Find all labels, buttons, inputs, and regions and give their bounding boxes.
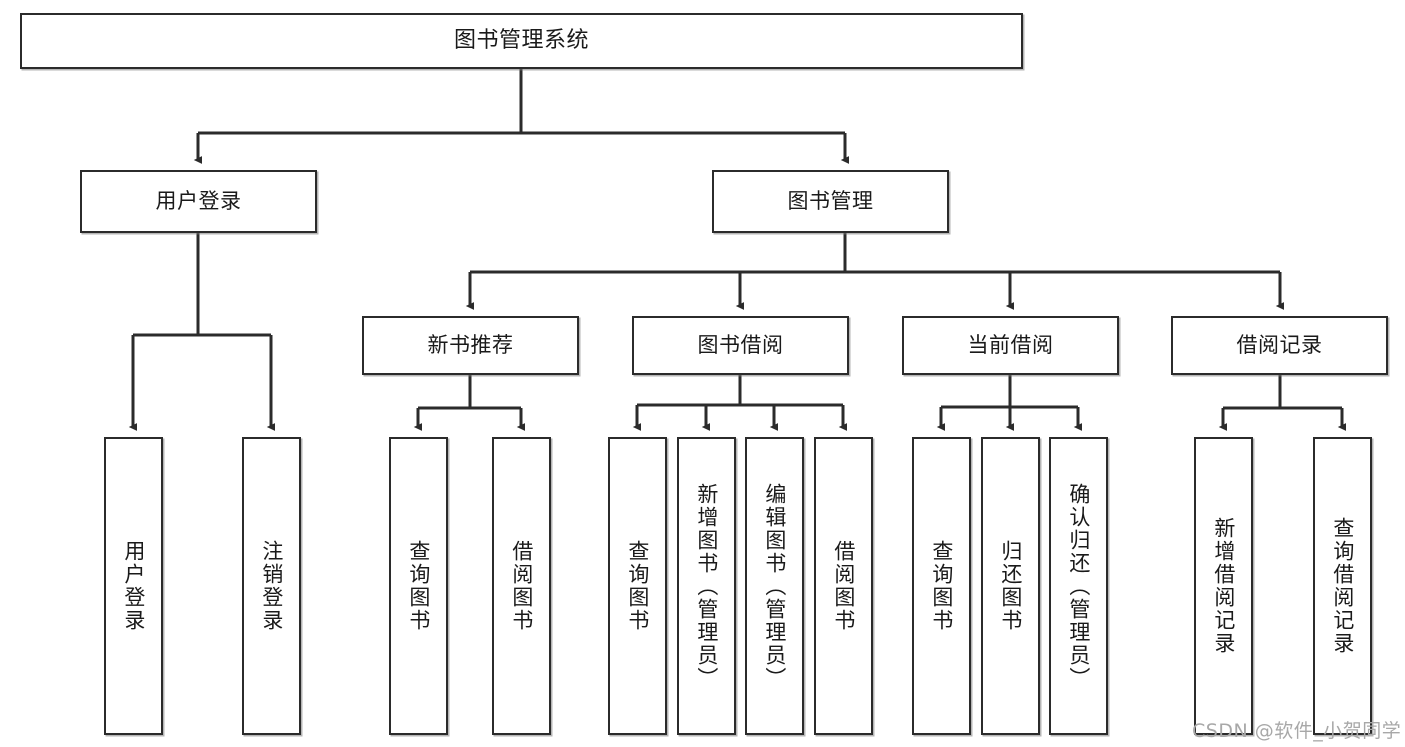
node-label: 查询借阅记录 [1330,517,1355,655]
node-label: 用户登录 [121,540,146,632]
node-label: 借阅图书 [831,540,856,632]
leaf-user-login-logout[interactable]: 注销登录 [242,437,301,735]
node-label: 查询图书 [625,540,650,632]
node-label: 用户登录 [155,189,242,214]
node-label: 编辑图书（管理员） [762,482,787,690]
node-label: 新书推荐 [427,333,514,358]
node-user-login[interactable]: 用户登录 [80,170,317,233]
node-label: 查询图书 [929,540,954,632]
leaf-record-add-borrow-record[interactable]: 新增借阅记录 [1194,437,1253,735]
node-label: 归还图书 [998,540,1023,632]
leaf-user-login-login[interactable]: 用户登录 [104,437,163,735]
leaf-current-query-book[interactable]: 查询图书 [912,437,971,735]
leaf-current-confirm-return-admin[interactable]: 确认归还（管理员） [1049,437,1108,735]
node-label: 注销登录 [259,540,284,632]
node-book-borrow[interactable]: 图书借阅 [632,316,849,375]
node-book-management[interactable]: 图书管理 [712,170,949,233]
node-borrow-record[interactable]: 借阅记录 [1171,316,1388,375]
leaf-current-return-book[interactable]: 归还图书 [981,437,1040,735]
leaf-borrow-edit-book-admin[interactable]: 编辑图书（管理员） [745,437,804,735]
node-label: 当前借阅 [967,333,1054,358]
node-label: 查询图书 [406,540,431,632]
node-label: 图书管理系统 [453,27,589,53]
leaf-new-book-query-book[interactable]: 查询图书 [389,437,448,735]
node-root-book-management-system[interactable]: 图书管理系统 [20,13,1023,69]
node-label: 借阅图书 [509,540,534,632]
node-label: 图书借阅 [697,333,784,358]
node-label: 确认归还（管理员） [1066,482,1091,690]
watermark-text: CSDN @软件_小贺同学 [1192,720,1402,742]
node-label: 图书管理 [787,189,874,214]
leaf-new-book-borrow-book[interactable]: 借阅图书 [492,437,551,735]
node-current-borrow[interactable]: 当前借阅 [902,316,1119,375]
node-label: 新增图书（管理员） [694,482,719,690]
node-label: 借阅记录 [1236,333,1323,358]
leaf-borrow-add-book-admin[interactable]: 新增图书（管理员） [677,437,736,735]
node-label: 新增借阅记录 [1211,517,1236,655]
node-new-book-recommend[interactable]: 新书推荐 [362,316,579,375]
leaf-borrow-query-book[interactable]: 查询图书 [608,437,667,735]
leaf-borrow-borrow-book[interactable]: 借阅图书 [814,437,873,735]
leaf-record-query-borrow-record[interactable]: 查询借阅记录 [1313,437,1372,735]
